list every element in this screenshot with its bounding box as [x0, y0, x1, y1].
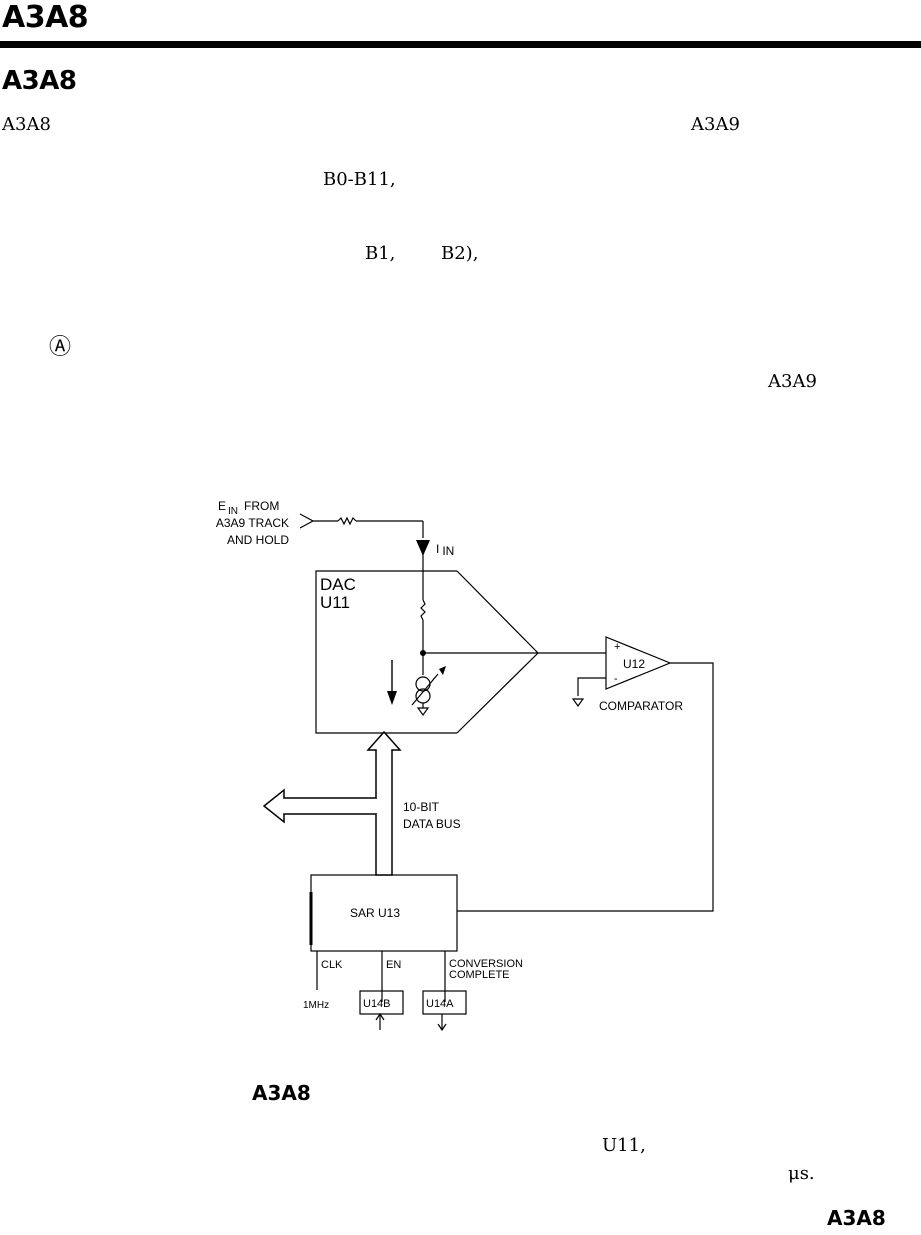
conversion-label: CONVERSION [449, 958, 523, 970]
text-fragment-b1: B1, [365, 243, 396, 264]
ein-source-label: A3A9 TRACK [216, 516, 289, 530]
u14b-label: U14B [363, 998, 391, 1010]
footer-label: A3A8 [827, 1206, 886, 1230]
dac-label: DAC [320, 575, 356, 594]
u14a-label: U14A [426, 998, 454, 1010]
text-fragment-bits: B0-B11, [323, 169, 396, 190]
figure-caption-label: A3A8 [252, 1081, 311, 1105]
title-rule [0, 41, 921, 48]
section-heading: A3A8 [2, 66, 77, 96]
page-title: A3A8 [2, 0, 89, 35]
comparator-label: COMPARATOR [599, 699, 683, 713]
text-fragment-microseconds: μs. [788, 1163, 815, 1184]
ein-source-label-2: AND HOLD [227, 533, 289, 547]
freq-label: 1MHz [303, 1000, 329, 1011]
circled-a-symbol: Ⓐ [49, 335, 72, 360]
text-fragment-a3a8: A3A8 [2, 114, 51, 135]
text-fragment-u11: U11, [602, 1135, 646, 1156]
comparator-plus: + [614, 641, 620, 653]
text-fragment-a3a9: A3A9 [691, 114, 740, 135]
conversion-label-2: COMPLETE [449, 969, 510, 981]
bus-label-2: DATA BUS [403, 817, 461, 831]
dac-id-label: U11 [320, 593, 350, 612]
sar-label: SAR U13 [350, 906, 400, 920]
clk-label: CLK [321, 959, 343, 971]
comparator-minus: - [614, 673, 618, 685]
text-fragment-a3a9-2: A3A9 [768, 371, 817, 392]
text-fragment-b2: B2), [441, 243, 479, 264]
bus-label: 10-BIT [403, 800, 440, 814]
en-label: EN [386, 959, 401, 971]
comparator-id: U12 [623, 657, 645, 671]
